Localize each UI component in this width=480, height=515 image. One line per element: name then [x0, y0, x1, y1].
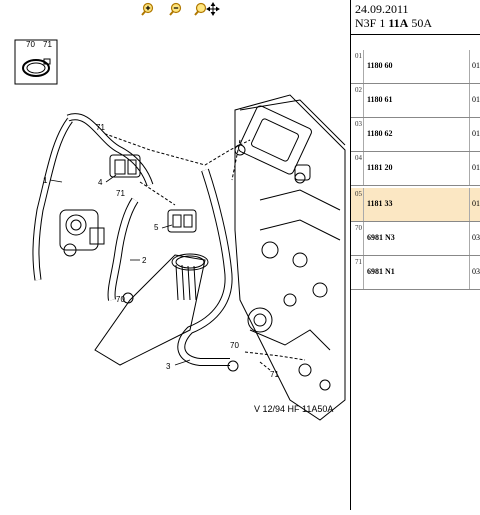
part-reference: 1181 33: [367, 199, 393, 208]
fitting-lower: [122, 292, 134, 304]
clamp-icon: [22, 59, 50, 77]
zoom-move-icon[interactable]: [194, 2, 220, 16]
parts-row-03[interactable]: 03 1180 62 01: [351, 118, 480, 152]
parts-row-70[interactable]: 70 6981 N3 03: [351, 222, 480, 256]
label-70-bottom: 70: [230, 341, 239, 350]
parts-row-02[interactable]: 02 1180 61 01: [351, 84, 480, 118]
diagram-svg: 70 71 1 2 3 4 5 71 71 70 70 71 V 12/94 H…: [14, 39, 346, 421]
row-index: 01: [355, 52, 362, 60]
clip-5: [167, 209, 197, 233]
label-71-top: 71: [96, 123, 105, 132]
zoom-out-icon[interactable]: [168, 2, 184, 16]
part-reference: 6981 N3: [367, 233, 395, 242]
parts-row-04[interactable]: 04 1181 20 01: [351, 152, 480, 186]
row-index: 71: [355, 258, 362, 266]
panel-divider: [350, 0, 351, 510]
label-4: 4: [98, 178, 103, 187]
row-index: 03: [355, 120, 362, 128]
part-quantity: 01: [472, 199, 480, 208]
row-index: 05: [355, 190, 362, 198]
label-71-inset: 71: [43, 40, 52, 49]
parts-list-panel: 24.09.2011 N3F 1 11A 50A 01 1180 60 01 0…: [351, 0, 480, 510]
label-5: 5: [154, 223, 159, 232]
row-index: 04: [355, 154, 362, 162]
header-rule: [351, 34, 480, 35]
label-71-bottom: 71: [270, 370, 279, 379]
part-quantity: 03: [472, 233, 480, 242]
label-71-mid: 71: [116, 189, 125, 198]
clip-4: [109, 154, 141, 178]
label-70-mid: 70: [116, 295, 125, 304]
label-2: 2: [142, 256, 147, 265]
part-reference: 1181 20: [367, 163, 393, 172]
part-quantity: 03: [472, 267, 480, 276]
part-quantity: 01: [472, 129, 480, 138]
part-quantity: 01: [472, 95, 480, 104]
part-quantity: 01: [472, 163, 480, 172]
label-1: 1: [43, 176, 48, 185]
parts-row-01[interactable]: 01 1180 60 01: [351, 50, 480, 84]
clamp-inset-box: [14, 39, 58, 85]
exploded-parts-diagram: 70 71 1 2 3 4 5 71 71 70 70 71 V 12/94 H…: [0, 18, 350, 510]
throttle-body: [59, 209, 105, 257]
air-duct: [94, 253, 209, 366]
label-3: 3: [166, 362, 171, 371]
zoom-in-icon[interactable]: [140, 2, 156, 16]
catalog-date: 24.09.2011: [355, 2, 409, 16]
part-reference: 1180 61: [367, 95, 393, 104]
parts-row-05-selected[interactable]: 05 1181 33 01: [351, 188, 480, 222]
part-reference: 1180 60: [367, 61, 393, 70]
row-index: 70: [355, 224, 362, 232]
engine-block: [234, 94, 346, 421]
toolbar: [0, 0, 350, 19]
parts-row-71[interactable]: 71 6981 N1 03: [351, 256, 480, 290]
vehicle-code: N3F 1 11A 50A: [355, 16, 433, 30]
part-reference: 6981 N1: [367, 267, 395, 276]
part-reference: 1180 62: [367, 129, 393, 138]
row-index: 02: [355, 86, 362, 94]
part-quantity: 01: [472, 61, 480, 70]
fitting-top: [234, 144, 246, 156]
label-70-inset: 70: [26, 40, 35, 49]
diagram-caption: V 12/94 HF 11A50A: [254, 404, 333, 414]
fitting-bottom: [227, 360, 239, 372]
